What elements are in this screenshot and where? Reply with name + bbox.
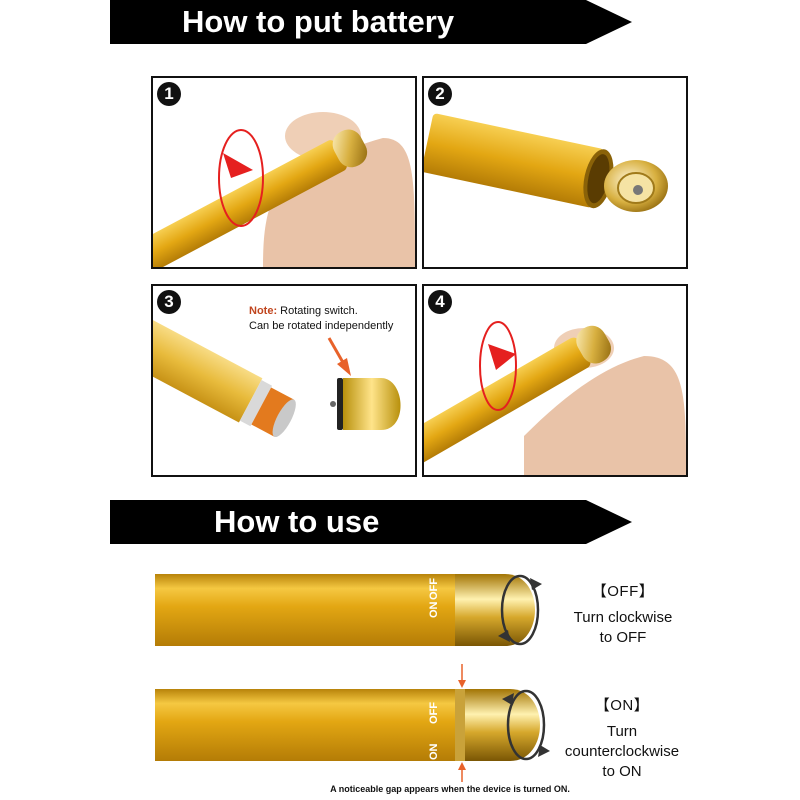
note-line-2: Can be rotated independently bbox=[249, 320, 394, 332]
banner-arrow-shape bbox=[110, 500, 632, 544]
step-number-1: 1 bbox=[157, 82, 181, 106]
note-line-1: Rotating switch. bbox=[280, 305, 358, 317]
step-1-illustration bbox=[153, 112, 415, 267]
gap-footnote: A noticeable gap appears when the device… bbox=[330, 784, 570, 794]
mode-on-line-1: Turn bbox=[606, 723, 638, 740]
mode-on-instructions: 【ON】 Turn counterclockwise to ON bbox=[552, 696, 692, 782]
rod-on-label-off: OFF bbox=[428, 702, 440, 724]
step-4-illustration bbox=[424, 321, 686, 475]
step-number-2: 2 bbox=[428, 82, 452, 106]
step-panel-2: 2 bbox=[422, 76, 688, 269]
note-key: Note: bbox=[249, 305, 278, 317]
mode-off-line-2: to OFF bbox=[599, 629, 647, 646]
rotating-switch-note: Note: Rotating switch. Can be rotated in… bbox=[249, 304, 393, 334]
banner-how-to-use: How to use bbox=[110, 500, 632, 544]
rod-off bbox=[155, 574, 542, 646]
mode-off-line-1: Turn clockwise bbox=[573, 609, 673, 626]
rod-on bbox=[155, 664, 550, 782]
step-number-3: 3 bbox=[157, 290, 181, 314]
banner-how-to-put-battery: How to put battery bbox=[110, 0, 632, 44]
mode-off-instructions: 【OFF】 Turn clockwise to OFF bbox=[558, 582, 688, 648]
rod-off-label-on: ON bbox=[428, 601, 440, 619]
step-2-illustration bbox=[424, 113, 668, 212]
step-3-illustration bbox=[153, 312, 401, 438]
step-panel-4: 4 bbox=[422, 284, 688, 477]
rod-on-label-on: ON bbox=[428, 743, 440, 761]
step-panel-3: 3 Note: Rotating switch. Can be rotated … bbox=[151, 284, 417, 477]
banner-arrow-shape bbox=[110, 0, 632, 44]
mode-off-title: 【OFF】 bbox=[591, 583, 655, 600]
step-number-4: 4 bbox=[428, 290, 452, 314]
mode-on-line-3: to ON bbox=[602, 763, 642, 780]
banner-title: How to put battery bbox=[182, 4, 455, 39]
banner-title: How to use bbox=[214, 504, 380, 539]
rod-off-label-off: OFF bbox=[428, 578, 440, 600]
step-panel-1: 1 bbox=[151, 76, 417, 269]
mode-on-title: 【ON】 bbox=[594, 697, 650, 714]
mode-on-line-2: counterclockwise bbox=[564, 743, 680, 760]
